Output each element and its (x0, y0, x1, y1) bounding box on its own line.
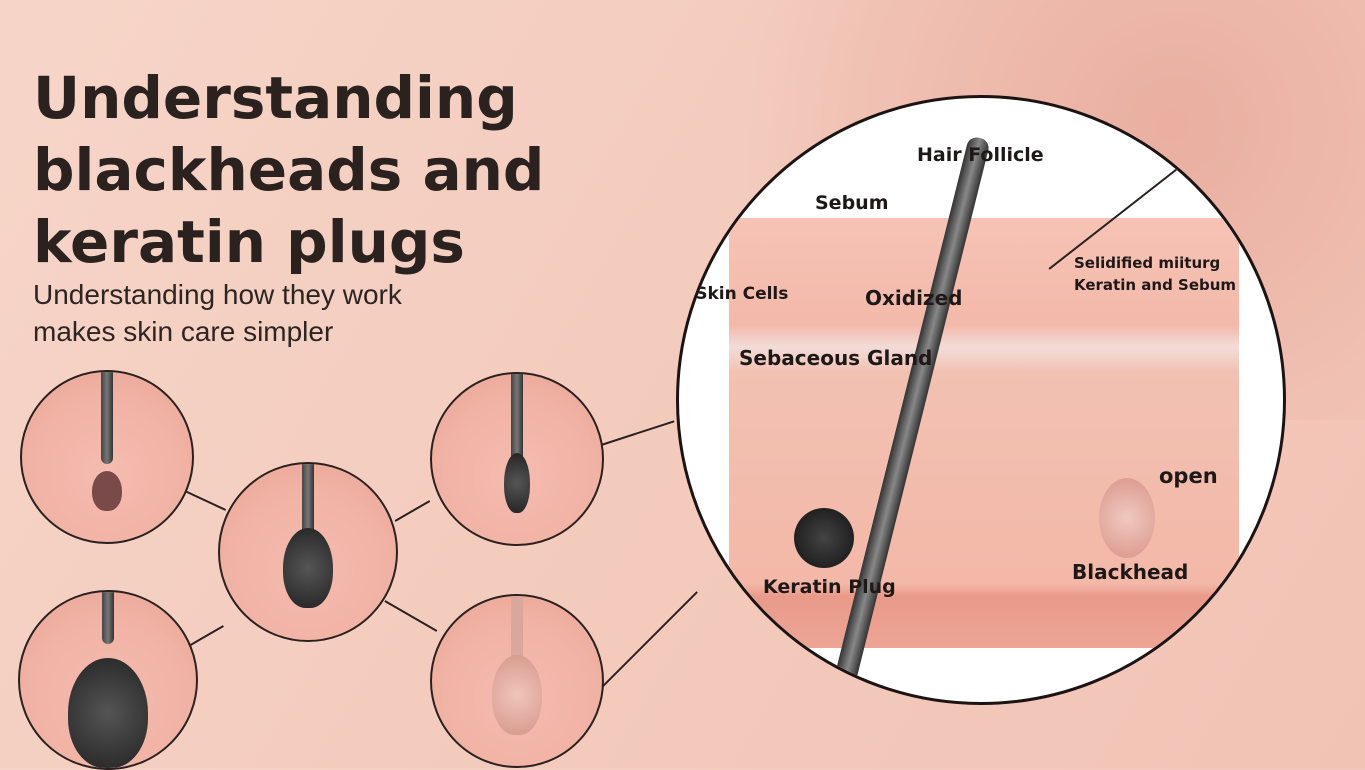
page-subtitle: Understanding how they work makes skin c… (33, 279, 402, 347)
label-sebum: Sebum (815, 192, 889, 214)
label-oxidized: Oxidized (865, 286, 963, 310)
page-title: Understanding blackheads and keratin plu… (33, 64, 545, 276)
follicle-stage-4-circle (18, 590, 198, 770)
connector-line (597, 591, 698, 692)
keratin-plug-illustration (794, 508, 854, 568)
label-hair-follicle: Hair Follicle (917, 144, 1044, 166)
connector-line (394, 500, 431, 522)
connector-line (597, 420, 675, 447)
skin-cross-section-diagram: Hair Follicle Sebum Dead Skin Cells Oxid… (676, 95, 1286, 705)
follicle-stage-3-circle (430, 372, 604, 546)
follicle-stage-1-circle (20, 370, 194, 544)
label-blackhead: Blackhead (1072, 560, 1189, 584)
connector-line (384, 600, 438, 632)
label-sebaceous-gland: Sebaceous Gland (739, 346, 933, 370)
connector-line (184, 490, 227, 511)
label-solidified-mixture: Selidified miiturg (1074, 254, 1221, 272)
label-dead-skin-cells: Dead Skin Cells (677, 284, 789, 304)
label-keratin-and-sebum: Keratin and Sebum (1074, 276, 1237, 294)
label-open: open (1159, 464, 1218, 488)
blackhead-illustration (1099, 478, 1155, 558)
skin-layers (729, 218, 1239, 648)
label-keratin-plug: Keratin Plug (763, 576, 896, 598)
follicle-stage-2-circle (218, 462, 398, 642)
follicle-stage-5-circle (430, 594, 604, 768)
